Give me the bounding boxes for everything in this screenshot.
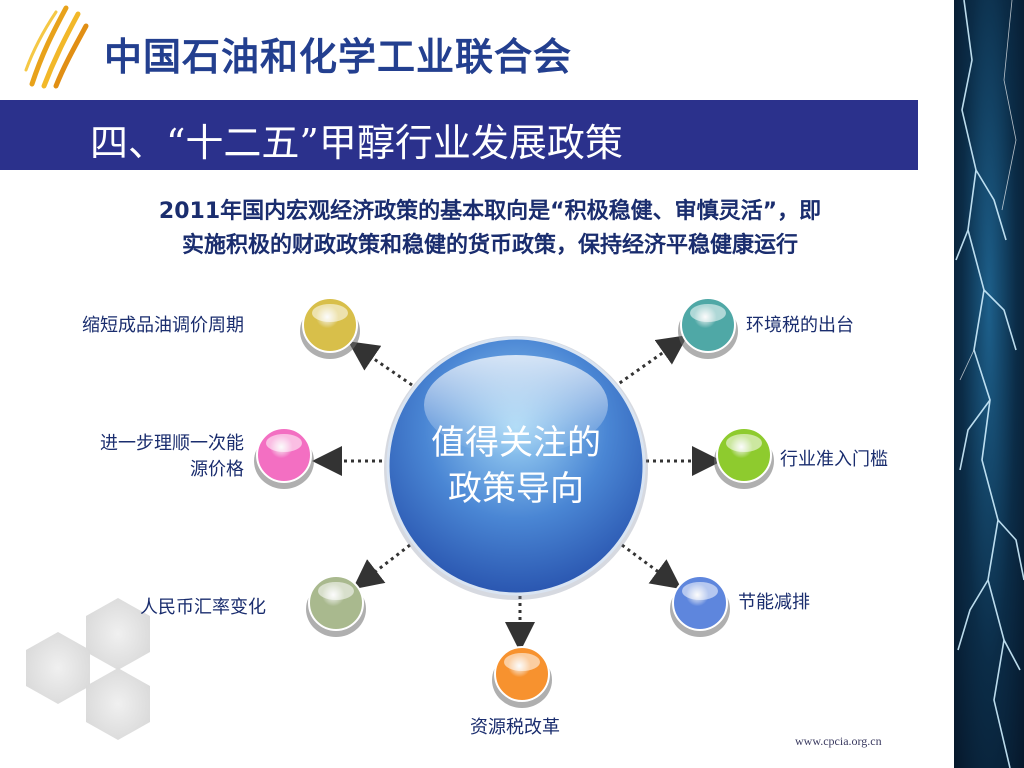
title-bar: 四、“十二五”甲醇行业发展政策: [0, 100, 918, 170]
ball-environmental-tax: [678, 297, 738, 359]
center-label: 值得关注的 政策导向: [385, 420, 647, 512]
arrow-upper-right: [613, 335, 688, 389]
center-circle: [384, 336, 648, 600]
arrow-lower-right: [621, 543, 682, 590]
node-label-environmental-tax: 环境税的出台: [746, 315, 854, 336]
ball-refined-oil-pricing: [300, 297, 360, 359]
slide-title: 四、“十二五”甲醇行业发展政策: [90, 121, 623, 165]
center-label-line-1: 值得关注的: [431, 423, 601, 463]
intro-line-2: 实施积极的财政政策和稳健的货币政策，保持经济平稳健康运行: [181, 233, 798, 258]
ball-industry-access: [714, 427, 774, 489]
ball-energy-saving: [670, 575, 730, 637]
intro-line-1: 2011年国内宏观经济政策的基本取向是“积极稳健、审慎灵活”，即: [158, 199, 822, 224]
decorative-hexagons: [26, 598, 150, 740]
arrow-lower-left: [352, 543, 411, 590]
ball-primary-energy-pricing: [254, 427, 314, 489]
center-label-line-2: 政策导向: [448, 469, 584, 509]
node-label-primary-energy-pricing: 进一步理顺一次能 源价格: [60, 431, 244, 483]
node-label-energy-saving: 节能减排: [738, 592, 810, 613]
logo-icon: [24, 5, 89, 89]
node-label-resource-tax: 资源税改革: [470, 717, 560, 738]
node-label-primary-energy-line-2: 源价格: [190, 459, 244, 480]
ball-rmb-exchange-rate: [306, 575, 366, 637]
policy-diagram: [26, 297, 774, 740]
node-label-industry-access: 行业准入门槛: [780, 449, 888, 470]
lightning-background: [954, 0, 1024, 768]
node-label-rmb-exchange-rate: 人民币汇率变化: [140, 597, 266, 618]
node-label-refined-oil-pricing: 缩短成品油调价周期: [82, 315, 244, 336]
node-label-primary-energy-line-1: 进一步理顺一次能: [100, 433, 244, 454]
website-url: www.cpcia.org.cn: [795, 734, 882, 748]
arrow-upper-left: [348, 341, 413, 387]
intro-text: 2011年国内宏观经济政策的基本取向是“积极稳健、审慎灵活”，即 实施积极的财政…: [40, 195, 940, 263]
organization-name: 中国石油和化学工业联合会: [104, 34, 573, 79]
ball-resource-tax: [492, 646, 552, 708]
